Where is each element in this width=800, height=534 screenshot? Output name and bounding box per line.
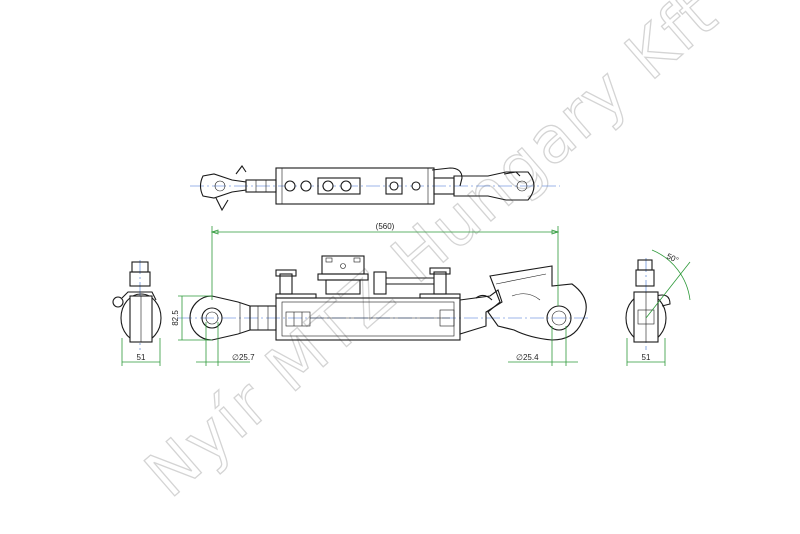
front-fitting-right-nut	[429, 267, 451, 275]
top-port-6	[411, 181, 421, 191]
right-end-top-nut	[637, 259, 653, 271]
front-fitting-left	[279, 273, 293, 295]
right-end-fitting	[635, 269, 655, 287]
front-valve-stem	[325, 279, 361, 295]
dim-right-bore-label: ∅25.4	[516, 353, 539, 362]
dimensions: (560) 82.5 ∅25.7 ∅25.4 51 51 50°	[121, 222, 691, 366]
dim-angle-ray	[645, 261, 691, 319]
right-end-latch	[655, 294, 671, 307]
front-hook-curve	[511, 293, 541, 301]
front-piston	[285, 311, 311, 327]
dim-length-arrow-right	[551, 229, 560, 235]
top-port-3	[322, 180, 334, 192]
top-pipe	[431, 167, 463, 187]
front-gland	[439, 309, 455, 327]
left-end-arm	[121, 291, 157, 301]
front-right-neck	[459, 289, 503, 335]
top-left-lug-top	[235, 165, 247, 175]
top-left-eye-bore	[214, 180, 226, 192]
top-port-2	[300, 180, 312, 192]
dim-left-width-label: 51	[137, 353, 146, 362]
front-valve-nut-2	[353, 257, 361, 263]
dim-angle-label: 50°	[665, 252, 680, 265]
dim-height-label: 82.5	[171, 310, 180, 326]
top-port-1	[284, 180, 296, 192]
top-left-eye	[199, 173, 247, 199]
front-left-eye-bore	[205, 311, 219, 325]
dim-right-width-label: 51	[642, 353, 651, 362]
right-end-view	[625, 258, 671, 350]
dim-length-arrow-left	[210, 229, 219, 235]
top-view	[190, 165, 560, 212]
dim-left-bore-label: ∅25.7	[232, 353, 255, 362]
front-hook-latch-line	[495, 273, 547, 285]
left-end-ring	[112, 296, 124, 308]
top-right-bore	[516, 180, 528, 192]
front-left-eye	[189, 295, 251, 341]
front-left-eye-ring	[201, 307, 223, 329]
top-right-hook	[453, 171, 535, 201]
dim-length-label: (560)	[376, 222, 395, 231]
front-fitting-right	[433, 271, 447, 295]
front-view	[178, 255, 588, 341]
front-right-eye-ring	[546, 305, 572, 331]
front-cylinder-cap-left	[275, 293, 317, 299]
front-right-spring	[475, 294, 493, 301]
dim-angle-arc	[651, 249, 691, 301]
front-fitting-mid	[373, 271, 387, 295]
front-right-eye-bore	[551, 310, 567, 326]
watermark: Nyír MTZ Hungary Kft	[131, 0, 732, 513]
top-port-block	[385, 177, 403, 195]
watermark-text: Nyír MTZ Hungary Kft	[132, 0, 732, 512]
front-fitting-left-nut	[275, 269, 297, 277]
top-right-latch	[503, 171, 521, 177]
top-port-4	[340, 180, 352, 192]
front-valve-port	[340, 263, 346, 269]
top-valve-block	[317, 177, 361, 195]
top-left-lug	[215, 197, 229, 212]
left-end-fitting	[129, 271, 151, 287]
front-valve-nut-1	[325, 257, 333, 263]
top-port-5	[389, 181, 399, 191]
left-end-view	[112, 260, 162, 350]
front-right-hook	[487, 265, 587, 341]
